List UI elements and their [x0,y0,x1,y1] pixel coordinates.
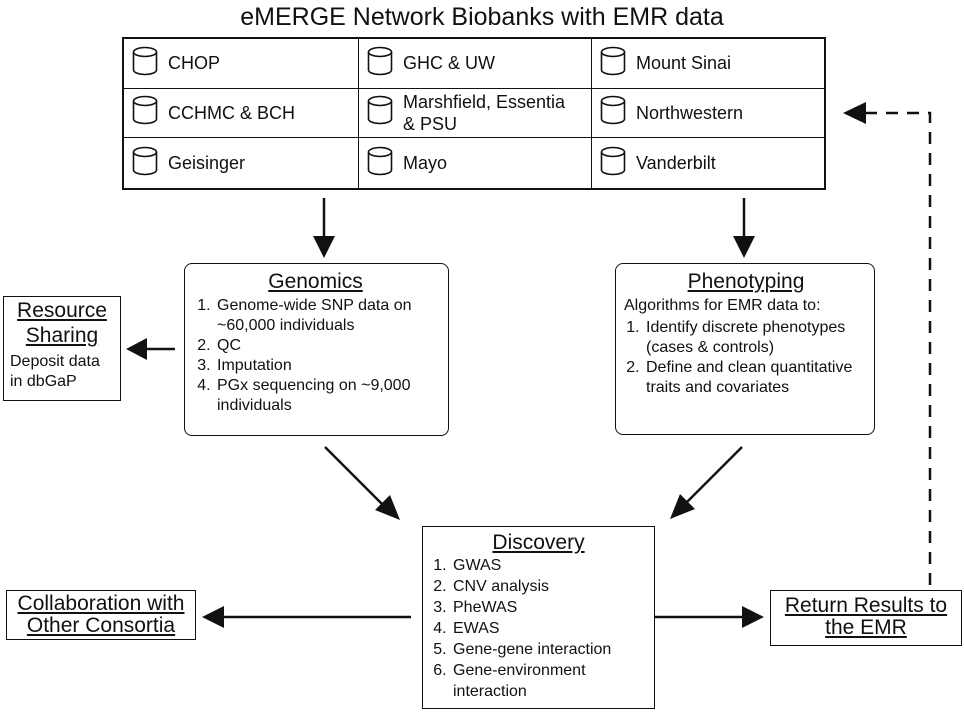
collaboration-box: Collaboration with Other Consortia [6,590,196,640]
list-item: Genome-wide SNP data on ~60,000 individu… [215,296,440,336]
arrow-genomics-to-discovery-shaft [324,446,385,507]
phenotyping-heading: Phenotyping [687,270,805,293]
list-item: CNV analysis [451,576,648,597]
biobank-label: CHOP [168,53,221,74]
resource-sharing-heading: Resource Sharing [17,299,107,347]
database-icon [600,146,626,181]
biobank-cell: Northwestern [592,89,824,139]
arrow-phenotyping-to-discovery-head [670,494,695,519]
diagram-title: eMERGE Network Biobanks with EMR data [240,3,724,31]
list-item: PGx sequencing on ~9,000 individuals [215,376,440,416]
list-item: Gene-environment interaction [451,660,648,702]
list-item: Imputation [215,356,440,376]
arrow-discovery-to-return-head [742,606,764,628]
database-icon [600,46,626,81]
biobank-label: Northwestern [636,102,744,123]
biobank-cell: Vanderbilt [592,138,824,188]
list-item: Define and clean quantitative traits and… [644,358,868,398]
return-results-box: Return Results to the EMR [770,590,962,646]
list-item: EWAS [451,618,648,639]
discovery-box: Discovery GWAS CNV analysis PheWAS EWAS … [422,526,655,709]
phenotyping-list: Identify discrete phenotypes (cases & co… [624,318,868,398]
biobank-cell: Marshfield, Essentia & PSU [359,88,592,139]
database-icon [367,46,393,81]
biobank-label: Geisinger [168,153,246,174]
genomics-heading: Genomics [268,270,363,293]
list-item: GWAS [451,555,648,576]
biobank-cell: Mayo [359,138,592,188]
biobank-label: Mayo [403,153,448,174]
biobank-cell: Mount Sinai [592,39,824,89]
genomics-box: Genomics Genome-wide SNP data on ~60,000… [184,263,449,436]
arrow-genomics-to-discovery-head [375,495,400,520]
arrow-genomics-to-resource-head [126,338,147,360]
collaboration-heading: Collaboration with Other Consortia [17,592,185,637]
list-item: Identify discrete phenotypes (cases & co… [644,318,868,358]
dashed-feedback-arrow-head [843,102,866,124]
discovery-list: GWAS CNV analysis PheWAS EWAS Gene-gene … [429,555,648,702]
phenotyping-box: Phenotyping Algorithms for EMR data to: … [615,263,875,435]
biobank-cell: CHOP [124,39,359,89]
biobank-label: Mount Sinai [636,53,732,74]
arrow-biobanks-to-phenotyping-head [733,236,755,258]
phenotyping-intro: Algorithms for EMR data to: [624,297,821,314]
database-icon [132,95,158,130]
biobank-label: Vanderbilt [636,153,716,174]
database-icon [132,146,158,181]
resource-sharing-body: Deposit data in dbGaP [10,353,100,390]
biobank-cell: GHC & UW [359,39,592,89]
database-icon [132,46,158,81]
dashed-feedback-line [866,111,932,585]
database-icon [367,95,393,130]
list-item: Gene-gene interaction [451,639,648,660]
return-results-heading: Return Results to the EMR [784,594,948,639]
resource-sharing-box: Resource Sharing Deposit data in dbGaP [3,296,121,401]
arrow-biobanks-to-genomics-head [313,236,335,258]
list-item: PheWAS [451,597,648,618]
database-icon [600,95,626,130]
biobank-cell: CCHMC & BCH [124,88,359,139]
biobank-cell: Geisinger [124,138,359,188]
list-item: QC [215,336,440,356]
biobank-label: CCHMC & BCH [168,102,296,123]
biobank-label: Marshfield, Essentia & PSU [403,91,566,134]
genomics-list: Genome-wide SNP data on ~60,000 individu… [191,296,440,416]
arrow-discovery-to-collaboration-head [202,606,224,628]
arrow-phenotyping-to-discovery-shaft [685,446,743,504]
discovery-heading: Discovery [492,531,585,554]
biobank-label: GHC & UW [403,53,495,74]
database-icon [367,146,393,181]
